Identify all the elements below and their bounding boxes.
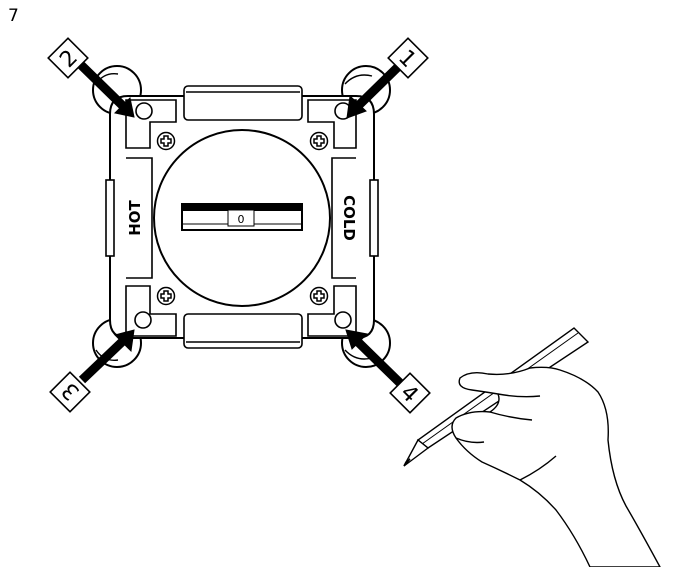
hand-with-pencil-icon (403, 327, 661, 567)
marker-4: 4 (389, 372, 431, 414)
screw-icon (156, 286, 176, 306)
step-number: 7 (8, 6, 19, 26)
screws (156, 131, 329, 306)
dial-value: 0 (238, 213, 245, 226)
arrow-4 (352, 336, 404, 387)
cold-label: COLD (340, 195, 358, 241)
arrow-1 (353, 59, 406, 111)
marker-2: 2 (47, 37, 89, 79)
thermostat-dial: 0 (153, 129, 331, 307)
arrow-2 (76, 60, 128, 111)
plate-tabs (105, 85, 379, 349)
hot-label: HOT (126, 199, 144, 235)
screw-icon (309, 286, 329, 306)
screw-icon (309, 131, 329, 151)
marker-3: 3 (49, 371, 91, 413)
arrow-3 (78, 336, 128, 384)
arrows (76, 59, 406, 387)
screw-icon (156, 131, 176, 151)
mounting-holes (134, 102, 352, 329)
marker-1: 1 (387, 37, 429, 79)
